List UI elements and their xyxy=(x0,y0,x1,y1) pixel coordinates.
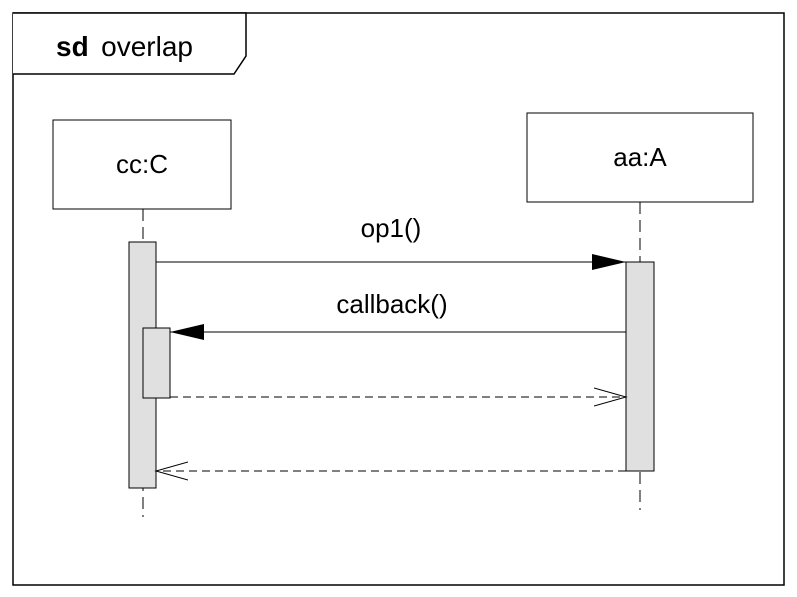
activation-aa xyxy=(625,261,655,472)
frame-keyword: sd xyxy=(56,31,89,62)
message-callback: callback() xyxy=(170,289,626,340)
frame-label-tab xyxy=(13,12,247,75)
lifeline-head-aa xyxy=(526,112,754,203)
frame-name: overlap xyxy=(101,31,193,62)
message-op1: op1() xyxy=(156,213,626,270)
lifeline-label-aa: aa:A xyxy=(613,142,667,172)
frame-label: sd overlap xyxy=(56,31,193,62)
activation-cc-nested xyxy=(142,327,171,399)
lifeline-head-cc xyxy=(52,119,232,210)
lifeline-label-cc: cc:C xyxy=(116,149,168,179)
message-op1-label: op1() xyxy=(361,213,422,243)
lifeline-cc: cc:C xyxy=(52,119,232,517)
message-callback-label: callback() xyxy=(336,289,447,319)
